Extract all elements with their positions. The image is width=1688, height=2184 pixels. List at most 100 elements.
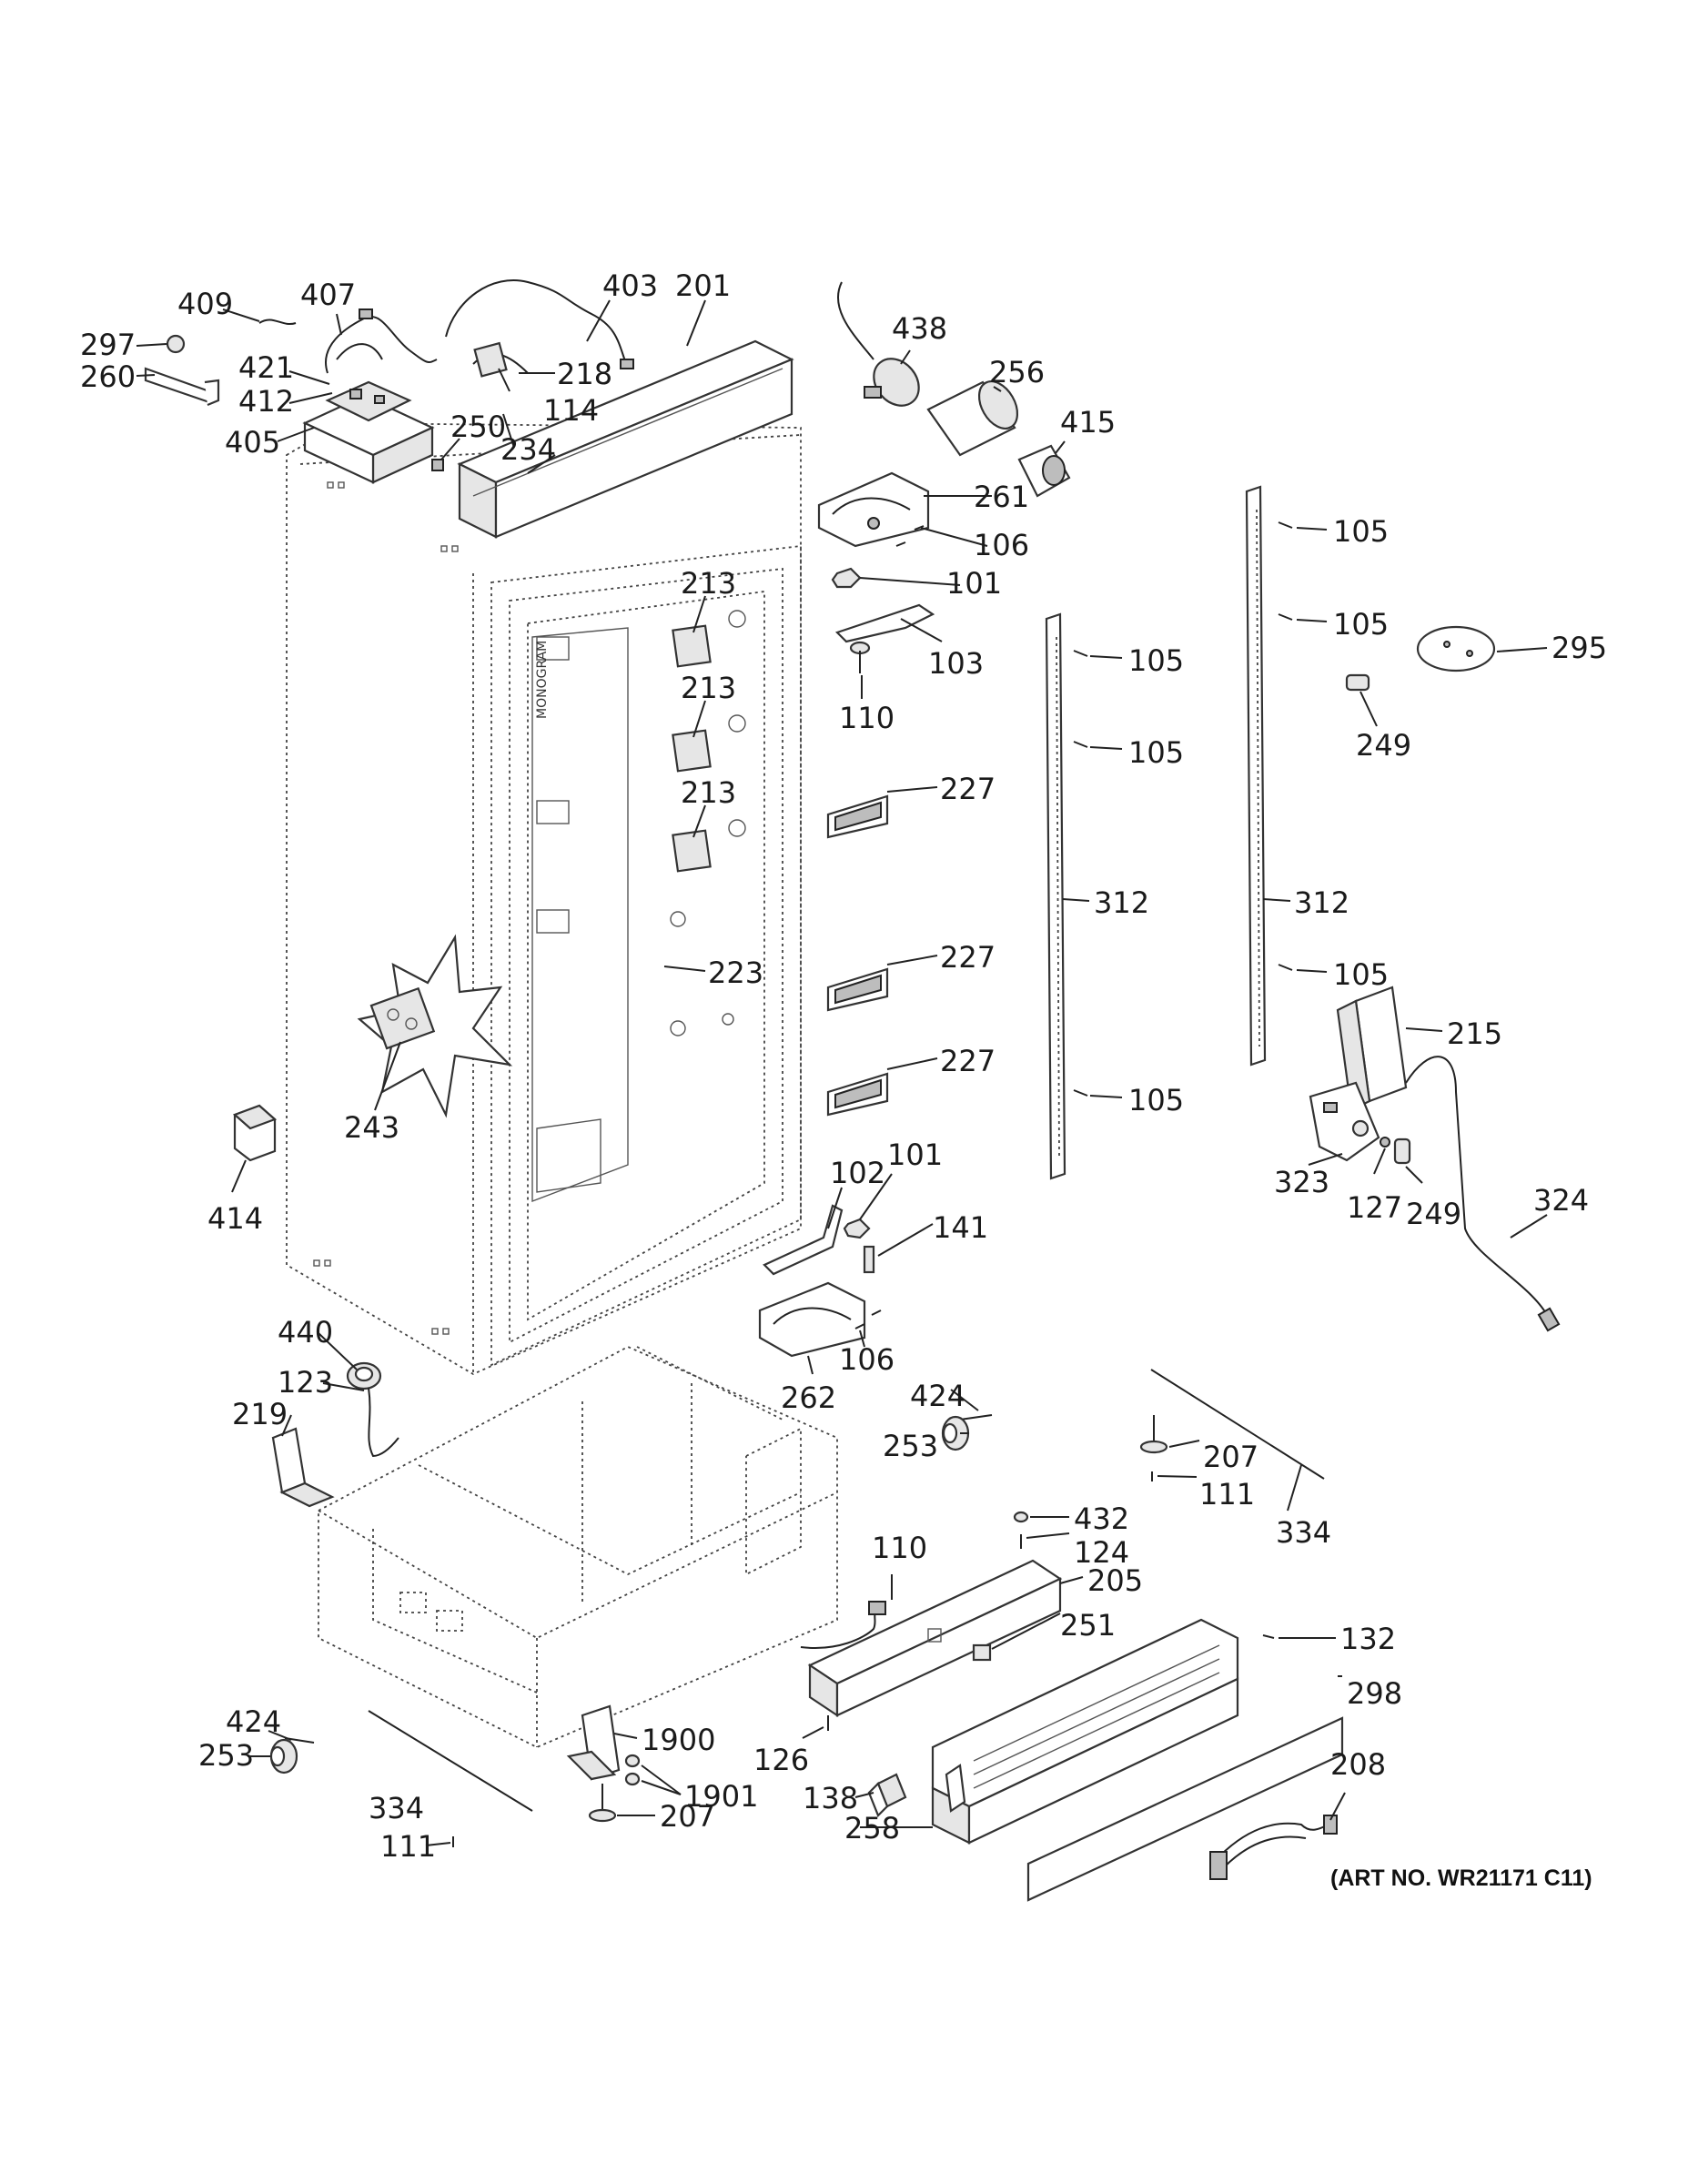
callout-110-lower: 110 (872, 1531, 927, 1565)
part-414-box (232, 1104, 278, 1162)
part-295-disc (1416, 625, 1496, 672)
callout-227-b: 227 (940, 940, 996, 975)
callout-114: 114 (543, 393, 599, 428)
part-132-screw (1262, 1634, 1275, 1639)
callout-312-a: 312 (1094, 885, 1149, 920)
callout-253-lower: 253 (198, 1738, 254, 1773)
callout-215: 215 (1447, 1016, 1502, 1051)
callout-213-c: 213 (681, 775, 736, 810)
callout-141: 141 (933, 1210, 988, 1245)
part-412-control-board (325, 380, 412, 422)
part-249-fitting-b (1393, 1138, 1411, 1165)
callout-440: 440 (278, 1315, 333, 1350)
callout-334-lower: 334 (369, 1791, 424, 1825)
callout-324: 324 (1533, 1183, 1589, 1218)
callout-123: 123 (278, 1365, 333, 1400)
callout-1901: 1901 (684, 1779, 758, 1814)
callout-105-b: 105 (1333, 607, 1389, 642)
callout-127: 127 (1347, 1190, 1402, 1225)
part-110-screw (849, 641, 871, 673)
part-258-grille (931, 1618, 1239, 1845)
part-438-valve (836, 281, 920, 407)
part-1901-screws (624, 1754, 641, 1786)
callout-334-upper: 334 (1276, 1515, 1331, 1550)
callout-106-lower: 106 (839, 1342, 895, 1377)
art-number: (ART NO. WR21171 C11) (1330, 1866, 1592, 1891)
callout-101-upper: 101 (946, 566, 1002, 601)
callout-256: 256 (989, 355, 1045, 389)
part-298-strip (1026, 1716, 1344, 1902)
part-262-lower-hinge (758, 1281, 866, 1358)
callout-105-c: 105 (1128, 643, 1184, 678)
callout-207-upper: 207 (1203, 1440, 1258, 1474)
callout-111-upper: 111 (1199, 1477, 1255, 1512)
part-407-harness (325, 308, 438, 374)
callout-415: 415 (1060, 405, 1116, 440)
callout-105-e: 105 (1333, 957, 1389, 992)
part-253-wheel-upper (941, 1415, 970, 1451)
callout-249-upper: 249 (1356, 728, 1411, 763)
part-102-plate (763, 1204, 844, 1276)
callout-110-upper: 110 (839, 701, 895, 735)
callout-208: 208 (1330, 1747, 1386, 1782)
part-227-support-a (826, 794, 889, 839)
callout-405: 405 (225, 425, 280, 460)
part-205-grille-base (807, 1559, 1063, 1718)
callout-105-a: 105 (1333, 514, 1389, 549)
callout-407: 407 (300, 278, 356, 312)
part-256-filter (926, 380, 1019, 457)
callout-227-c: 227 (940, 1044, 996, 1078)
part-312-rail-b (1245, 485, 1267, 1067)
callout-260: 260 (80, 359, 136, 394)
part-227-support-c (826, 1072, 889, 1117)
callout-101-lower: 101 (887, 1138, 943, 1172)
callout-424-upper: 424 (910, 1379, 965, 1413)
part-415-cap (1017, 444, 1071, 498)
svg-text:MONOGRAM: MONOGRAM (535, 641, 550, 719)
callout-126: 126 (753, 1743, 809, 1777)
callout-295: 295 (1552, 631, 1607, 665)
part-123-tube (368, 1387, 399, 1458)
part-215-bracket (1336, 986, 1408, 1112)
part-432-nut (1013, 1511, 1029, 1523)
part-334-rod-lower (368, 1710, 533, 1812)
part-250-part (431, 459, 444, 471)
part-101-nut (831, 567, 862, 589)
callout-424-lower: 424 (226, 1704, 281, 1739)
callout-219: 219 (232, 1397, 288, 1431)
callout-132: 132 (1340, 1622, 1396, 1656)
callout-298: 298 (1347, 1676, 1402, 1711)
part-424-pin-upper (959, 1414, 993, 1421)
part-201-top-housing (457, 339, 794, 539)
callout-258: 258 (844, 1811, 900, 1845)
callout-138: 138 (803, 1781, 858, 1815)
callout-421: 421 (238, 350, 294, 385)
part-323-valve (1309, 1081, 1380, 1162)
part-105-screws (1073, 521, 1293, 1097)
callout-201: 201 (675, 268, 731, 303)
callout-223: 223 (708, 956, 763, 990)
warning-label-starburst (357, 934, 513, 1118)
part-324-connector (1537, 1307, 1561, 1332)
callout-124: 124 (1074, 1535, 1129, 1570)
callout-227-a: 227 (940, 772, 996, 806)
part-334-rod-upper (1150, 1369, 1325, 1480)
callout-243: 243 (344, 1110, 399, 1145)
callout-251: 251 (1060, 1608, 1116, 1643)
part-103-plate (834, 603, 935, 643)
callout-409: 409 (177, 287, 233, 321)
part-253-wheel-lower (269, 1738, 298, 1774)
part-101-nut-lower (843, 1218, 871, 1239)
part-219-bracket (271, 1427, 335, 1508)
leader-lines (136, 299, 1548, 1846)
callout-111-lower: 111 (380, 1829, 436, 1864)
part-207-leg-lower (588, 1784, 617, 1823)
callout-323: 323 (1274, 1165, 1329, 1199)
callout-412: 412 (238, 384, 294, 419)
part-106-screws-lower (854, 1309, 882, 1330)
callout-213-a: 213 (681, 566, 736, 601)
callout-105-d: 105 (1128, 735, 1184, 770)
part-409-clip (258, 318, 297, 326)
part-324-line (1405, 1056, 1548, 1316)
callout-312-b: 312 (1294, 885, 1349, 920)
